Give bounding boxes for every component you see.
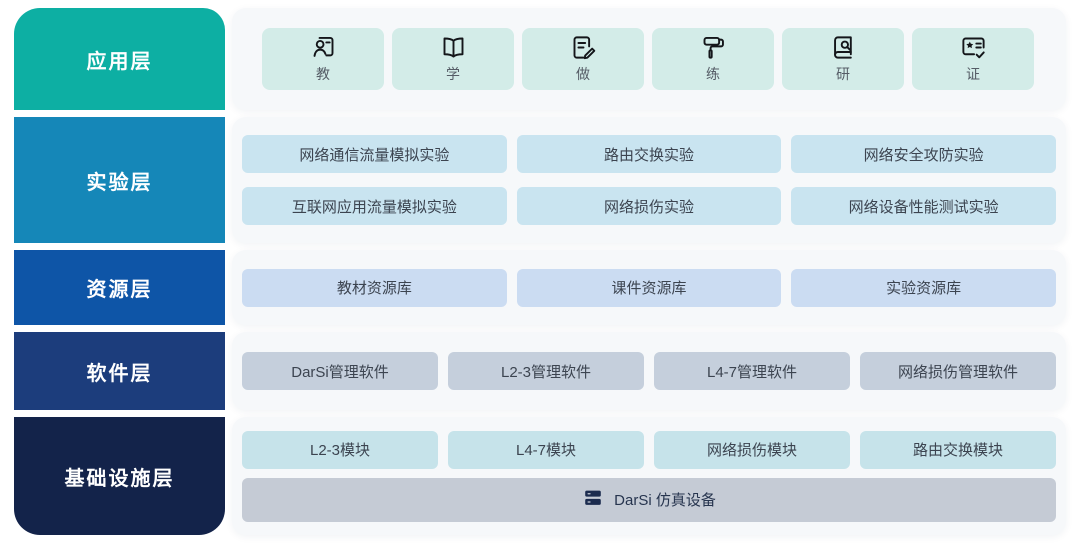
app-item-research: 研 <box>782 28 904 90</box>
software-item: L4-7管理软件 <box>654 352 850 390</box>
application-layer-row: 应用层 教 <box>14 8 1066 110</box>
app-item-label: 做 <box>576 66 590 82</box>
resource-layer-label: 资源层 <box>14 250 225 325</box>
device-bar: DarSi 仿真设备 <box>242 477 1056 522</box>
software-layer-row: 软件层 DarSi管理软件 L2-3管理软件 L4-7管理软件 网络损伤管理软件 <box>14 332 1066 410</box>
app-item-label: 研 <box>836 66 850 82</box>
resource-item: 教材资源库 <box>242 268 507 307</box>
app-item-label: 练 <box>706 66 720 82</box>
app-item-teach: 教 <box>262 28 384 90</box>
experiment-item: 路由交换实验 <box>516 135 782 173</box>
infrastructure-item: L2-3模块 <box>242 430 438 469</box>
application-layer-panel: 教 学 做 <box>232 8 1066 110</box>
experiment-row-1: 网络通信流量模拟实验 路由交换实验 网络安全攻防实验 <box>242 135 1057 173</box>
resource-item: 实验资源库 <box>791 268 1057 307</box>
device-bar-label: DarSi 仿真设备 <box>614 492 716 509</box>
experiment-item: 网络损伤实验 <box>516 187 782 225</box>
infrastructure-layer-label: 基础设施层 <box>14 417 225 535</box>
app-item-label: 教 <box>316 66 330 82</box>
software-layer-panel: DarSi管理软件 L2-3管理软件 L4-7管理软件 网络损伤管理软件 <box>232 332 1066 410</box>
paint-roller-icon <box>700 34 727 61</box>
infrastructure-layer-row: 基础设施层 L2-3模块 L4-7模块 网络损伤模块 路由交换模块 DarSi … <box>14 417 1066 535</box>
app-item-certify: 证 <box>912 28 1034 90</box>
book-search-icon <box>830 34 857 61</box>
experiment-row-2: 互联网应用流量模拟实验 网络损伤实验 网络设备性能测试实验 <box>242 187 1057 225</box>
infrastructure-item: L4-7模块 <box>448 430 644 469</box>
resource-layer-panel: 教材资源库 课件资源库 实验资源库 <box>232 250 1066 325</box>
experiment-layer-label: 实验层 <box>14 117 225 243</box>
resource-item: 课件资源库 <box>516 268 782 307</box>
experiment-item: 网络安全攻防实验 <box>791 135 1057 173</box>
software-item: L2-3管理软件 <box>448 352 644 390</box>
software-item: DarSi管理软件 <box>242 352 438 390</box>
infrastructure-item: 路由交换模块 <box>860 430 1056 469</box>
experiment-item: 网络设备性能测试实验 <box>791 187 1057 225</box>
experiment-item: 互联网应用流量模拟实验 <box>242 187 507 225</box>
infrastructure-row: L2-3模块 L4-7模块 网络损伤模块 路由交换模块 <box>242 430 1056 469</box>
experiment-item: 网络通信流量模拟实验 <box>242 135 507 173</box>
app-item-label: 学 <box>446 66 460 82</box>
resource-layer-row: 资源层 教材资源库 课件资源库 实验资源库 <box>14 250 1066 325</box>
application-layer-label: 应用层 <box>14 8 225 110</box>
experiment-layer-panel: 网络通信流量模拟实验 路由交换实验 网络安全攻防实验 互联网应用流量模拟实验 网… <box>232 117 1066 243</box>
software-item: 网络损伤管理软件 <box>860 352 1056 390</box>
app-item-practice: 练 <box>652 28 774 90</box>
edit-doc-icon <box>570 34 597 61</box>
app-item-label: 证 <box>966 66 980 82</box>
experiment-layer-row: 实验层 网络通信流量模拟实验 路由交换实验 网络安全攻防实验 互联网应用流量模拟… <box>14 117 1066 243</box>
app-item-learn: 学 <box>392 28 514 90</box>
infrastructure-layer-panel: L2-3模块 L4-7模块 网络损伤模块 路由交换模块 DarSi 仿真设备 <box>232 417 1066 535</box>
software-row: DarSi管理软件 L2-3管理软件 L4-7管理软件 网络损伤管理软件 <box>242 352 1056 390</box>
infrastructure-item: 网络损伤模块 <box>654 430 850 469</box>
server-icon <box>582 487 604 513</box>
teach-icon <box>310 34 337 61</box>
resource-row: 教材资源库 课件资源库 实验资源库 <box>242 268 1057 307</box>
software-layer-label: 软件层 <box>14 332 225 410</box>
book-icon <box>440 34 467 61</box>
certificate-icon <box>960 34 987 61</box>
app-item-do: 做 <box>522 28 644 90</box>
